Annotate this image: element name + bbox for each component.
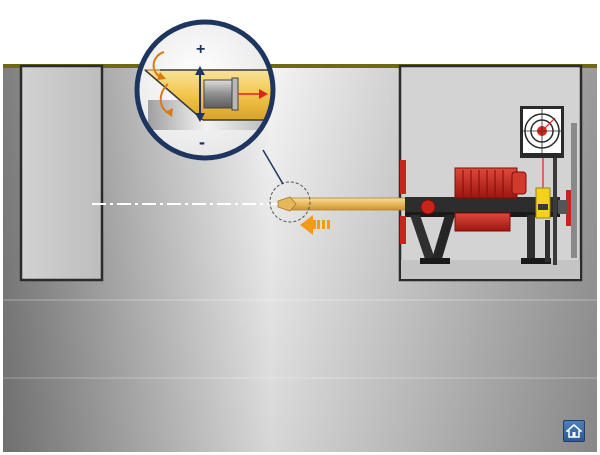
boring-machine [400, 160, 573, 264]
machine-foot [521, 258, 551, 264]
magnifier-rim [134, 19, 276, 161]
adjustment-cylinder [203, 79, 235, 109]
home-button[interactable] [563, 420, 585, 442]
cylinder-flange [231, 77, 239, 111]
push-arrowhead [259, 89, 268, 99]
thrust-plate-left [400, 216, 406, 244]
support-post [545, 220, 550, 262]
target-icon [520, 106, 564, 158]
machine-frame [405, 197, 560, 215]
launch-pit [19, 64, 104, 282]
machine-foot [420, 258, 450, 264]
ground-surface [3, 64, 597, 68]
rotation-arrow-icon [152, 51, 173, 117]
laser-unit [535, 187, 551, 219]
minus-label: - [199, 132, 205, 152]
cutter-edge [144, 69, 204, 121]
boring-bar [287, 197, 409, 211]
motor-cap [511, 171, 527, 195]
plus-label: + [196, 41, 205, 58]
target-board-backing [571, 123, 577, 258]
callout-line [262, 149, 284, 185]
pit-floor [401, 260, 580, 279]
motor-housing [454, 167, 518, 199]
cutting-head [277, 196, 297, 212]
home-icon [566, 424, 582, 438]
detail-focus-circle [269, 181, 311, 223]
machine-leg-left [410, 215, 436, 262]
adjust-range-arrow [195, 66, 205, 122]
thrust-plate-right [566, 190, 573, 226]
gearbox [454, 212, 511, 232]
thrust-plate-left [400, 160, 406, 194]
magnified-detail: + - [134, 19, 276, 161]
machine-leg-mid [431, 215, 455, 262]
reaction-block [558, 200, 568, 214]
laser-lens [538, 204, 548, 210]
feed-direction-arrow-icon [300, 215, 330, 235]
target-mast [553, 115, 557, 265]
hand-wheel [420, 199, 436, 215]
machine-leg-right [527, 215, 535, 262]
